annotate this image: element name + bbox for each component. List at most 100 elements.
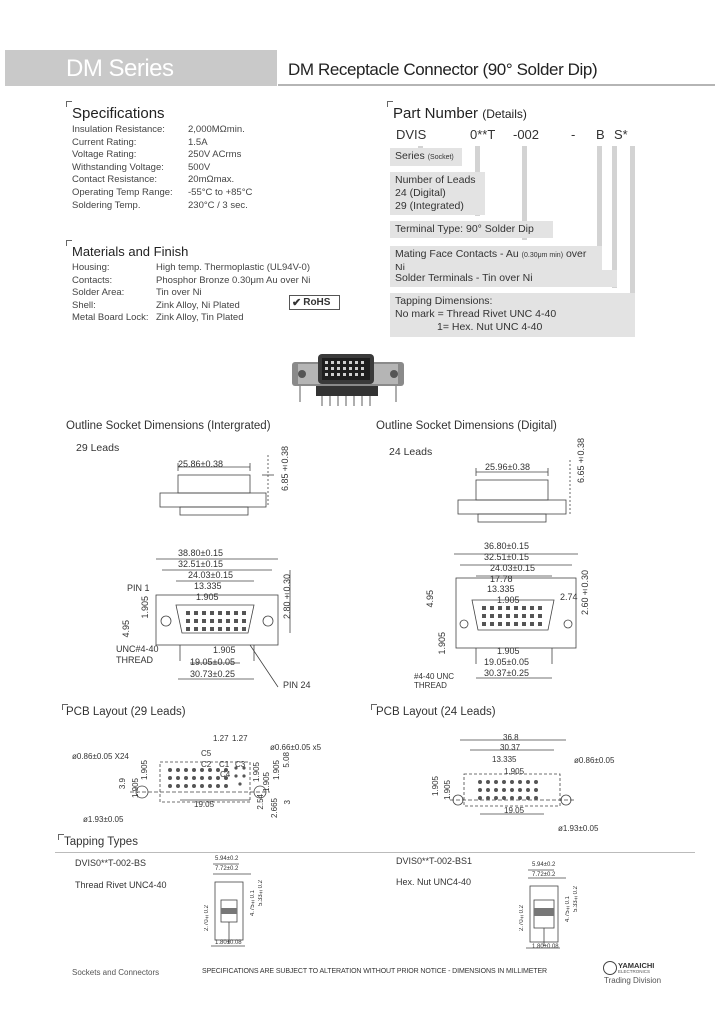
pcb-29-title: PCB Layout (29 Leads) (66, 706, 186, 718)
dim-label: 6.85±0.38 (280, 446, 290, 492)
dim-label: 4.95 (425, 590, 435, 608)
spec-row: Withstanding Voltage:500V (72, 161, 211, 173)
dim-label: 1.905 (272, 760, 281, 781)
dim-label: 36.80±0.15 (484, 541, 529, 551)
bs-code: DVIS0**T-002-BS (75, 858, 147, 868)
hole-label: ø1.93±0.05 (83, 815, 124, 824)
dim-label: 1.80±0.08 (215, 940, 242, 946)
dim-label: 1.27 (232, 734, 248, 743)
pin-1-label: PIN 1 (127, 583, 150, 593)
dim-label: 1.905 (443, 780, 452, 801)
dim-label: 4.95 (121, 620, 131, 638)
dim-label: 1.905 (504, 767, 525, 776)
outline-integrated-title: Outline Socket Dimensions (Intergrated) (66, 420, 271, 432)
dim-label: 1.905 (431, 776, 440, 797)
pn-b: B (596, 127, 605, 142)
dim-label: 19.05 (504, 806, 525, 815)
dim-label: 38.80±0.15 (178, 548, 223, 558)
c-label: C1 (219, 760, 230, 769)
dim-label: 4.75±0.1 (250, 890, 256, 917)
dim-label: 30.37±0.25 (484, 668, 529, 678)
materials-table: Housing:High temp. Thermoplastic (UL94V-… (72, 262, 310, 325)
corner-mark (58, 834, 64, 840)
dim-label: 1.905 (131, 778, 140, 799)
material-row: Contacts:Phosphor Bronze 0.30μm Au over … (72, 274, 311, 286)
c-label: C4 (220, 770, 231, 779)
dim-label: 1.905 (262, 772, 271, 793)
dim-label: 1.905 (252, 762, 261, 783)
thread-label: #4-40 UNC THREAD (414, 672, 455, 690)
bs1-label: Hex. Nut UNC4-40 (396, 877, 472, 887)
dim-label: 32.51±0.15 (484, 552, 529, 562)
hole-label: ø1.93±0.05 (558, 824, 599, 833)
rohs-badge: ✔RoHS (289, 295, 340, 310)
material-row: Housing:High temp. Thermoplastic (UL94V-… (72, 262, 310, 273)
bs1-detail-drawing (526, 869, 566, 949)
specifications-heading: Specifications (72, 105, 165, 122)
pn-connector-line (630, 146, 635, 336)
dim-label: 5.08 (282, 752, 291, 768)
dim-label: 7.72±0.2 (532, 872, 556, 878)
c-label: C3 (235, 760, 246, 769)
pn-dvis: DVIS (396, 127, 427, 142)
yamaichi-logo-icon (603, 961, 617, 975)
corner-mark (387, 101, 393, 107)
dim-label: 1.27 (213, 734, 229, 743)
pcb-24-drawing (450, 739, 574, 815)
outline-digital-title: Outline Socket Dimensions (Digital) (376, 420, 557, 432)
dim-label: 5.94±0.2 (532, 862, 556, 868)
dim-label: 5.33±0.2 (573, 886, 579, 913)
part-number-heading: Part Number (Details) (393, 105, 527, 122)
bs-label: Thread Rivet UNC4-40 (75, 880, 167, 890)
corner-mark (371, 704, 377, 710)
pn-terminal: -002 (513, 127, 540, 142)
footer-notice: SPECIFICATIONS ARE SUBJECT TO ALTERATION… (202, 968, 548, 975)
dim-label: 36.8 (503, 733, 519, 742)
hole-label: ø0.86±0.05 X24 (72, 752, 129, 761)
dim-label: 19.05 (194, 800, 215, 809)
checkmark-icon: ✔ (292, 297, 302, 309)
bs-detail-drawing (211, 863, 251, 947)
material-row: Solder Area:Tin over Ni (72, 287, 202, 299)
dim-label: 13.335 (194, 581, 222, 591)
dim-label: 2.74 (560, 592, 578, 602)
pn-dash: - (571, 127, 576, 142)
dim-label: 2.70±0.2 (204, 905, 210, 932)
corner-mark (66, 240, 72, 246)
dim-label: 2.60±0.30 (580, 570, 590, 616)
dim-label: 1.905 (140, 760, 149, 781)
dim-label: 30.73±0.25 (190, 669, 235, 679)
dim-label: 5.94±0.2 (215, 856, 239, 862)
divider (55, 852, 695, 853)
dim-label: 1.905 (196, 592, 219, 602)
dim-label: 1.905 (497, 595, 520, 605)
spec-row: Contact Resistance:20mΩmax. (72, 174, 235, 186)
c-label: C2 (201, 760, 212, 769)
dim-label: 32.51±0.15 (178, 559, 223, 569)
dim-label: 1.80±0.08 (532, 944, 559, 950)
leads-24-label: 24 Leads (389, 446, 433, 458)
outline-integrated-drawing (155, 455, 291, 688)
pn-tapping-box: Tapping Dimensions: No mark = Thread Riv… (390, 293, 635, 337)
material-row: Metal Board Lock:Zink Alloy, Tin Plated (72, 312, 244, 324)
dim-label: 2.80±0.30 (282, 574, 292, 620)
tapping-types-heading: Tapping Types (64, 836, 138, 848)
spec-row: Operating Temp Range:-55°C to +85°C (72, 186, 253, 198)
connector-photo (292, 354, 404, 406)
pn-connector-line (597, 146, 602, 264)
material-row: Shell:Zink Alloy, Ni Plated (72, 299, 240, 311)
dim-label: 17.78 (490, 574, 513, 584)
pin-24-label: PIN 24 (283, 680, 311, 690)
dim-label: 2.54 (256, 794, 265, 810)
dim-label: 1.905 (213, 645, 236, 655)
pn-series-box: Series (Socket) (390, 148, 462, 166)
dim-label: 19.05±0.05 (484, 657, 529, 667)
dim-label: 3 (283, 800, 292, 805)
materials-heading: Materials and Finish (72, 244, 189, 259)
dim-label: 24.03±0.15 (188, 570, 233, 580)
series-title: DM Series (66, 55, 174, 82)
dim-label: 5.33±0.2 (258, 880, 264, 907)
dim-label: 1.905 (497, 646, 520, 656)
header-rule (278, 84, 715, 86)
pn-leads-box: Number of Leads 24 (Digital) 29 (Integra… (390, 172, 485, 215)
